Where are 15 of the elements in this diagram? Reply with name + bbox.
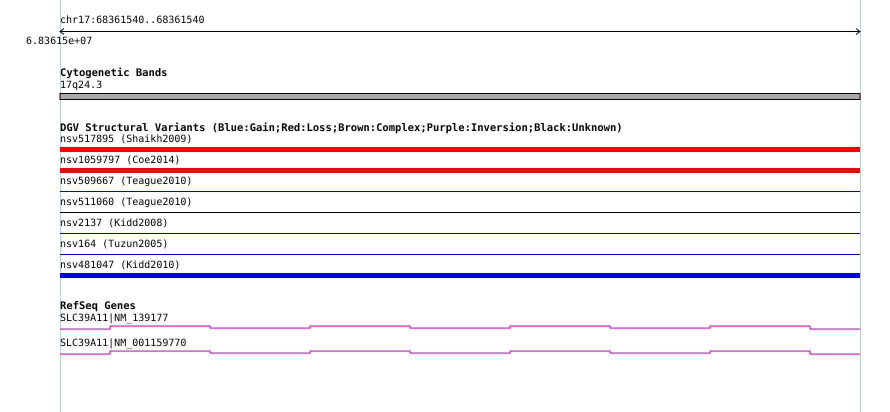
feature-label: nsv481047 (Kidd2010) xyxy=(60,260,180,272)
gene-label: SLC39A11|NM_139177 xyxy=(60,313,168,325)
gene-label: SLC39A11|NM_001159770 xyxy=(60,338,186,350)
coordinate-range: chr17:68361540..68361540 xyxy=(60,15,204,27)
scale-label: 6.83615e+07 xyxy=(26,36,92,48)
track-title: RefSeq Genes xyxy=(60,300,136,312)
feature-label: nsv1059797 (Coe2014) xyxy=(60,155,180,167)
feature-label: nsv509667 (Teague2010) xyxy=(60,176,192,188)
feature-label: nsv517895 (Shaikh2009) xyxy=(60,134,192,146)
feature-label: nsv2137 (Kidd2008) xyxy=(60,218,168,230)
track-title: Cytogenetic Bands xyxy=(60,67,168,79)
band-label: 17q24.3 xyxy=(60,80,102,92)
feature-label: nsv164 (Tuzun2005) xyxy=(60,239,168,251)
track-title: DGV Structural Variants (Blue:Gain;Red:Loss;Brown:Complex;Purple:Inversion;Black:Unknown) xyxy=(60,122,623,134)
feature-label: nsv511060 (Teague2010) xyxy=(60,197,192,209)
